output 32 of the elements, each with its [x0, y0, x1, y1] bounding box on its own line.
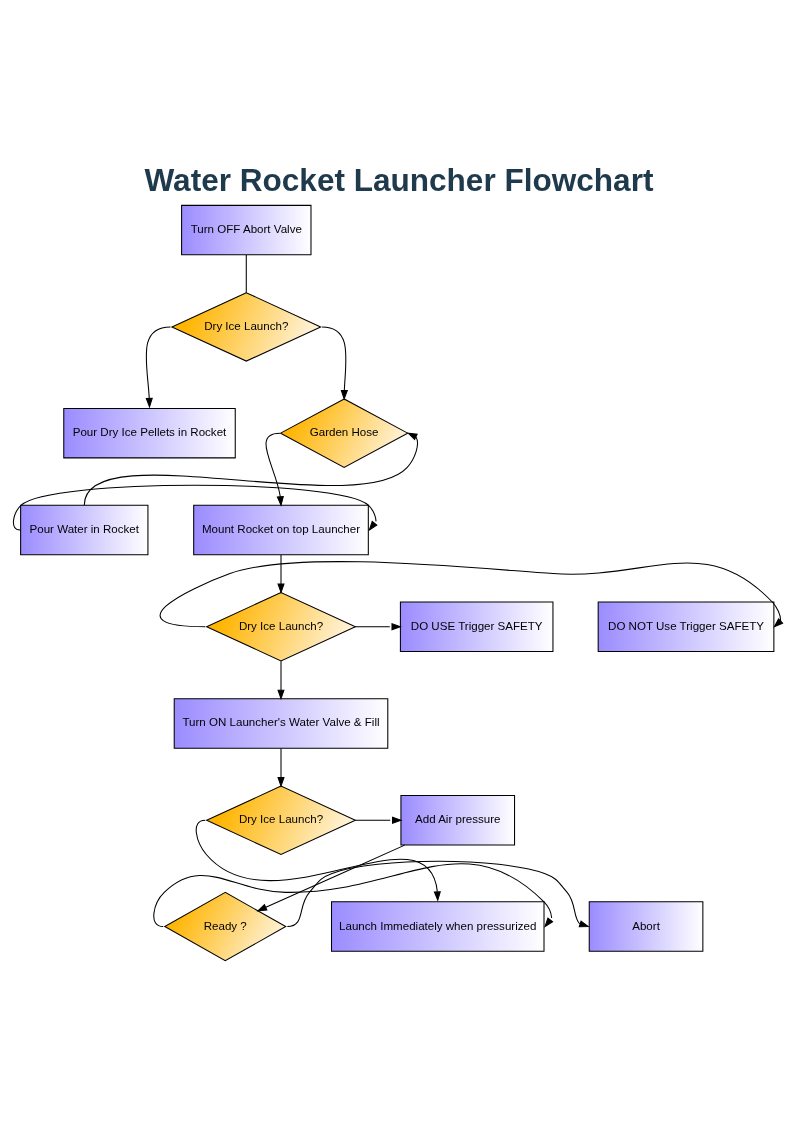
node-diamond: Ready ? — [163, 891, 287, 961]
arrow — [159, 560, 783, 628]
arrow — [265, 432, 284, 507]
arrow — [354, 816, 402, 824]
node-diamond: Garden Hose — [279, 397, 409, 468]
arrow — [145, 325, 171, 408]
node-box: Pour Water in Rocket — [19, 504, 148, 555]
node-box: Turn OFF Abort Valve — [180, 204, 311, 255]
arrow — [256, 844, 405, 911]
node-box: DO NOT Use Trigger SAFETY — [597, 600, 774, 652]
connector — [245, 254, 247, 293]
arrow — [321, 325, 348, 401]
arrow — [276, 747, 285, 788]
node-box: Mount Rocket on top Launcher — [192, 504, 369, 555]
arrow — [12, 484, 378, 531]
node-box: Abort — [588, 900, 703, 952]
node-diamond: Dry Ice Launch? — [204, 591, 357, 661]
node-diamond: Dry Ice Launch? — [204, 785, 357, 855]
arrow — [152, 862, 553, 928]
arrow — [195, 819, 441, 902]
diagram-title: Water Rocket Launcher Flowchart — [144, 161, 653, 198]
arrow — [286, 860, 590, 927]
node-box: Launch Immediately when pressurized — [330, 900, 545, 952]
arrow — [354, 622, 402, 630]
node-diamond: Dry Ice Launch? — [170, 291, 322, 362]
node-box: Pour Dry Ice Pellets in Rocket — [62, 407, 236, 458]
arrow — [83, 431, 418, 506]
node-box: Turn ON Launcher's Water Valve & Fill — [173, 697, 388, 749]
arrow — [276, 553, 285, 594]
arrow — [276, 660, 285, 700]
node-box: Add Air pressure — [399, 794, 515, 846]
node-box: DO USE Trigger SAFETY — [399, 600, 553, 652]
